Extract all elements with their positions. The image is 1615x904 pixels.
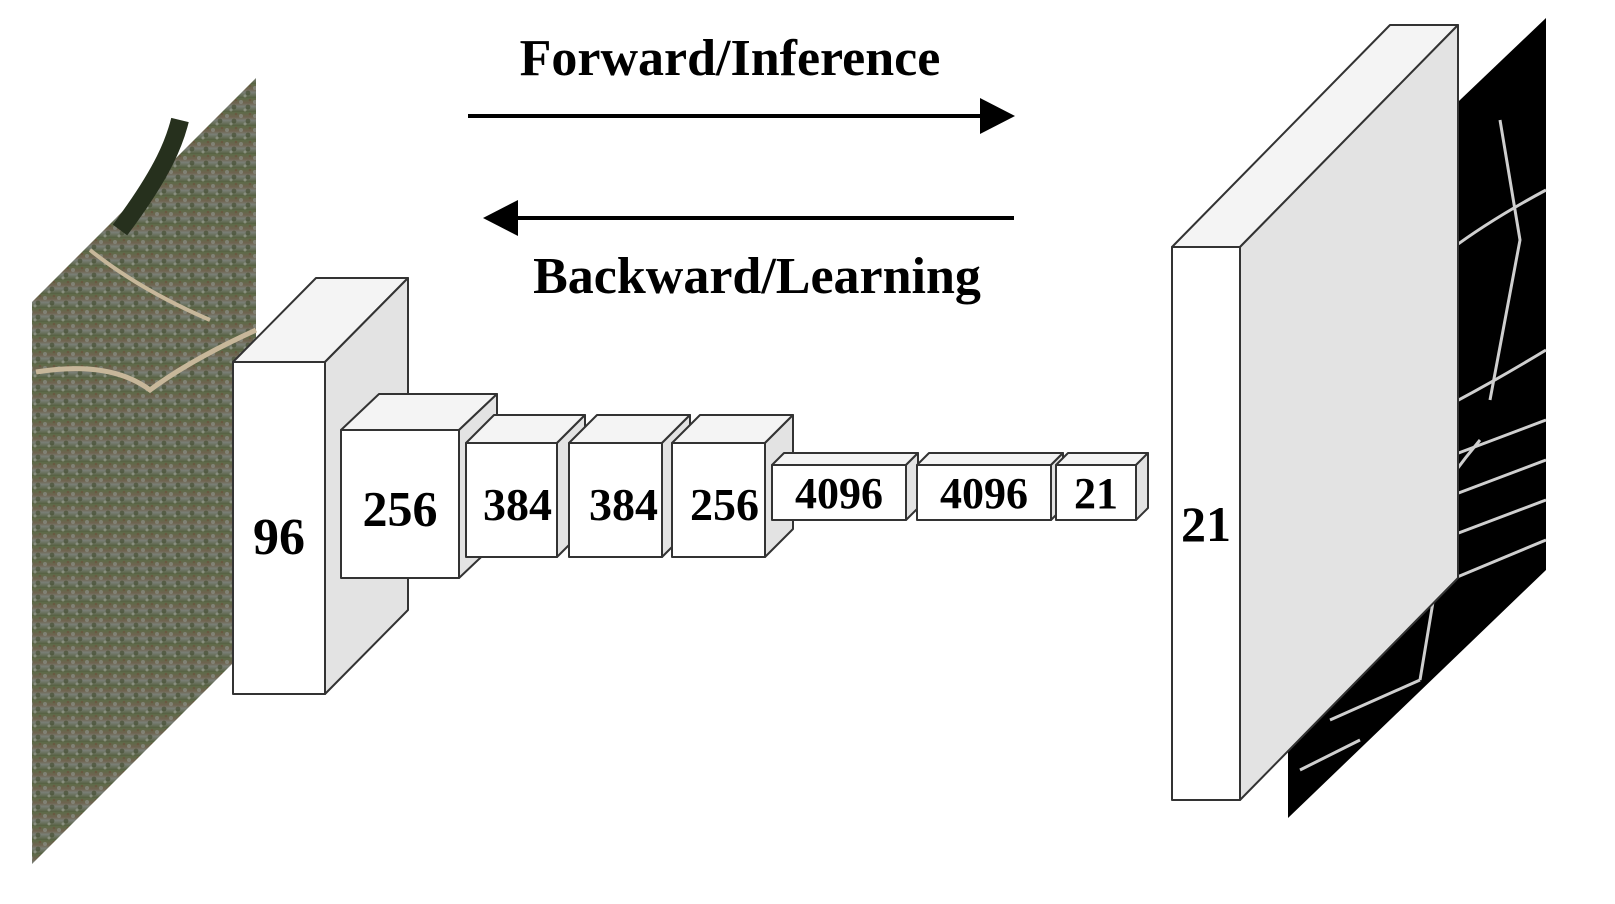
layer-front-face <box>916 464 1052 521</box>
layer-stack: 96 256 384 384 256 4096 4096 21 21 <box>232 24 1459 801</box>
forward-label: Forward/Inference <box>520 30 941 87</box>
layer-label: 256 <box>363 481 438 537</box>
backward-arrow <box>483 200 1014 236</box>
layer-label: 96 <box>253 509 305 566</box>
backward-label: Backward/Learning <box>533 248 981 305</box>
layer-label: 384 <box>589 479 658 530</box>
layer-label: 256 <box>690 479 759 530</box>
layer-top-face <box>771 452 919 466</box>
input-aerial-image <box>32 78 258 864</box>
layer-label: 384 <box>483 479 552 530</box>
layer-front-face <box>232 361 326 695</box>
layer-block: 384 <box>465 414 586 558</box>
layer-block: 256 <box>671 414 794 558</box>
layer-label: 21 <box>1074 469 1118 518</box>
layer-block: 21 <box>1171 24 1459 801</box>
layer-front-face <box>1171 246 1241 801</box>
layer-top-face <box>916 452 1064 466</box>
forward-arrow <box>468 98 1015 134</box>
layer-front-face <box>771 464 907 521</box>
layer-block: 4096 <box>771 452 919 521</box>
layer-label: 4096 <box>940 469 1028 518</box>
layer-front-face <box>465 442 558 558</box>
layer-front-face <box>671 442 766 558</box>
layer-block: 4096 <box>916 452 1064 521</box>
layer-label: 4096 <box>795 469 883 518</box>
layer-side-face <box>1135 452 1149 521</box>
layer-front-face <box>1055 464 1137 521</box>
layer-front-face <box>340 429 460 579</box>
layer-top-face <box>1055 452 1149 466</box>
layer-label: 21 <box>1181 496 1231 552</box>
layer-front-face <box>568 442 663 558</box>
layer-block: 21 <box>1055 452 1149 521</box>
